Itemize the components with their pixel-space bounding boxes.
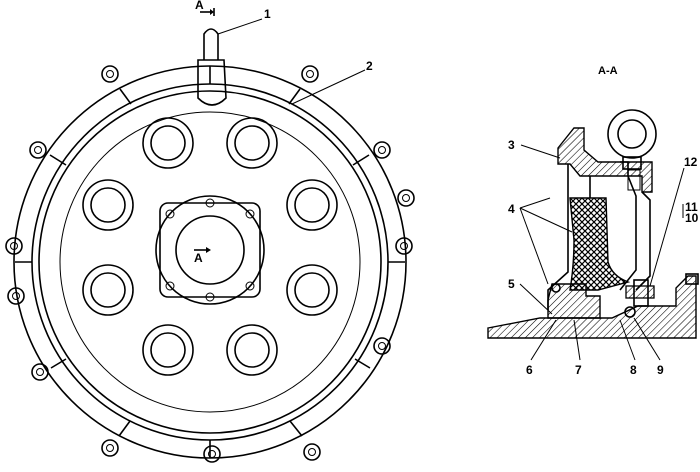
callout-2: 2 [366, 59, 373, 73]
diaphragm [569, 197, 631, 291]
leader-lines [519, 144, 685, 361]
callout-9: 9 [657, 363, 664, 377]
pocket-rings [82, 117, 338, 376]
section-mark-center: A [194, 247, 211, 265]
section-mark-top: A [195, 0, 215, 16]
callout-7: 7 [575, 363, 582, 377]
section-title: A-A [598, 65, 618, 77]
face-ring [38, 90, 382, 434]
callout-5: 5 [508, 277, 515, 291]
valve-stem [197, 28, 227, 106]
section-view: A-A [487, 65, 699, 377]
central-hub [155, 195, 265, 305]
rim-ribs [15, 66, 405, 458]
rim-lugs [5, 65, 415, 463]
callout-12: 12 [684, 155, 698, 169]
lifting-eye [607, 109, 657, 170]
section-letter-center: A [194, 251, 203, 265]
callout-6: 6 [526, 363, 533, 377]
callout-11: 11 [685, 200, 698, 214]
outer-rim-outer [13, 65, 407, 459]
front-view: A A 1 2 [5, 0, 415, 463]
section-letter-top: A [195, 0, 204, 12]
callout-8: 8 [630, 363, 637, 377]
callout-4: 4 [508, 202, 515, 216]
inner-ring [59, 111, 361, 413]
callout-10: 10 [685, 211, 699, 225]
callout-1: 1 [264, 7, 271, 21]
outer-rim-inner [31, 83, 389, 441]
callout-3: 3 [508, 138, 515, 152]
